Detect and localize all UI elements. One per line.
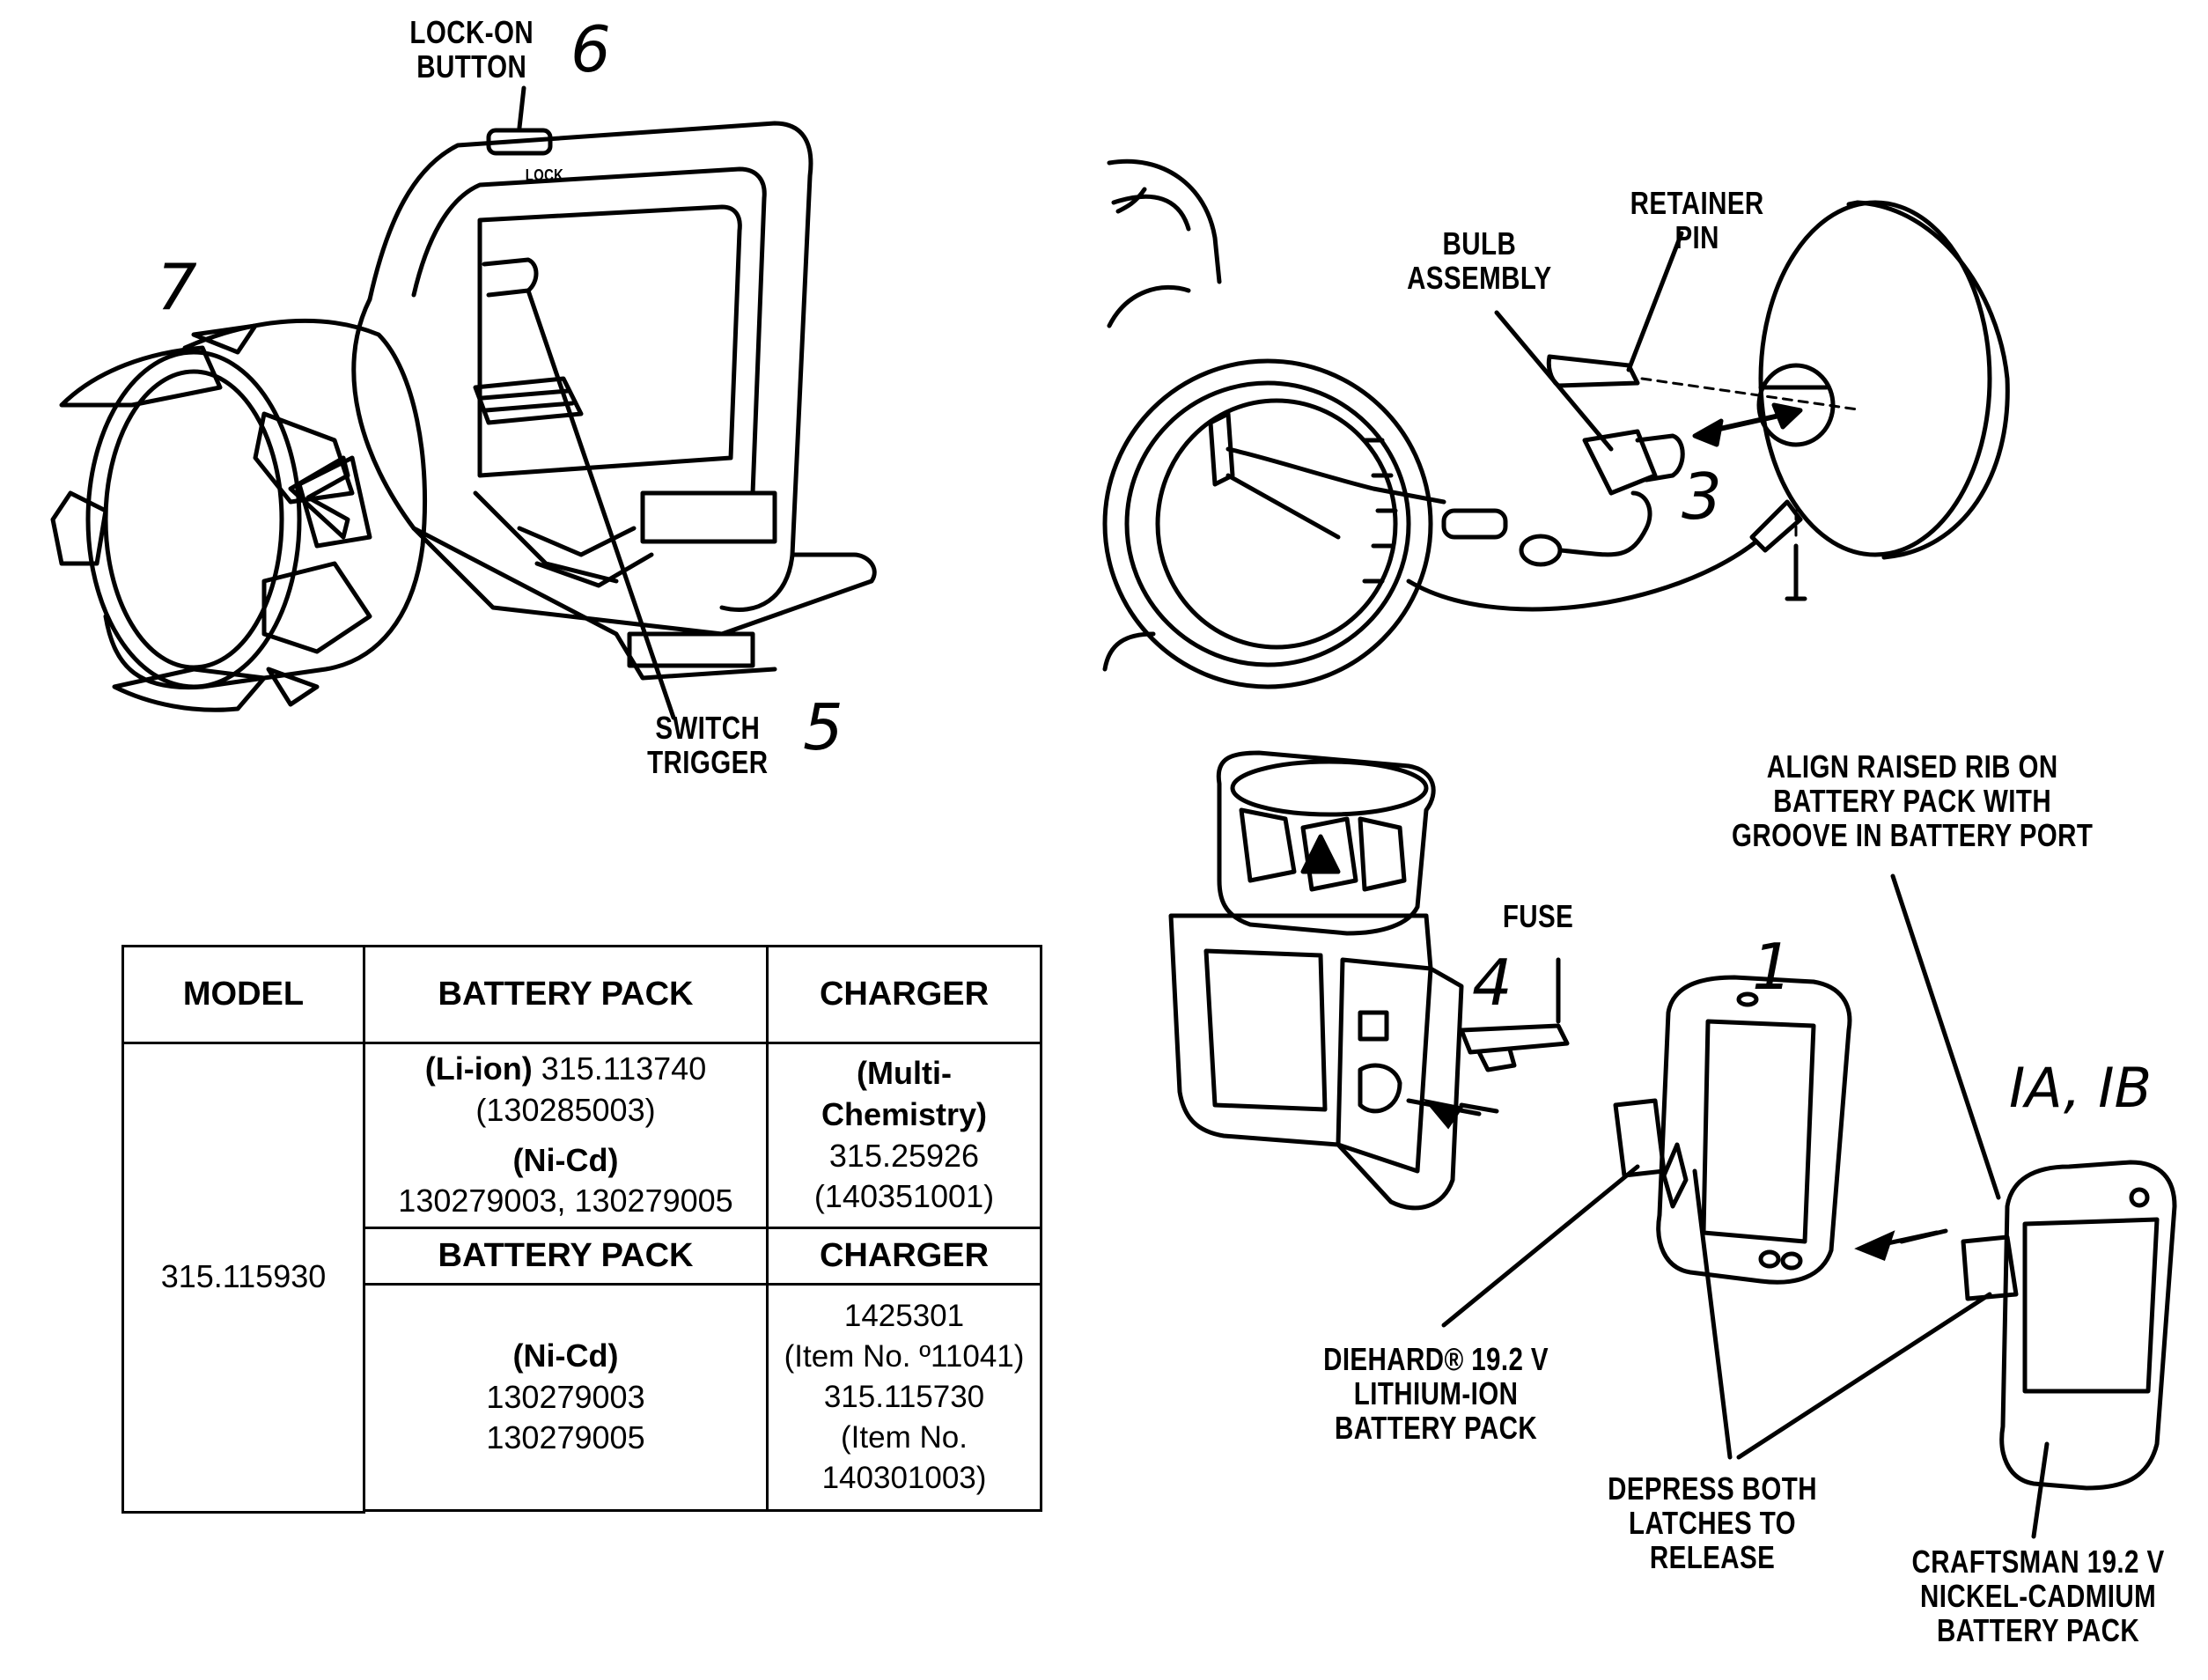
charger-alt: (140351001)	[813, 1178, 995, 1215]
spotlight-illustration	[50, 85, 877, 720]
callout-number-6: 6	[570, 12, 611, 86]
callout-number-7: 7	[157, 250, 197, 324]
charger-label-line1: (Multi-	[857, 1054, 952, 1091]
nicd-label-2: (Ni-Cd)	[512, 1337, 619, 1374]
subheader-battery-pack: BATTERY PACK	[363, 1227, 769, 1286]
model-number: 315.115930	[121, 1042, 365, 1514]
lock-on-button-label: LOCK-ON BUTTON	[409, 14, 534, 85]
header-charger: CHARGER	[766, 945, 1042, 1044]
liion-label: (Li-ion)	[424, 1050, 533, 1087]
charger-label-line2: Chemistry)	[821, 1095, 988, 1132]
charger2-line1: 1425301	[843, 1298, 965, 1333]
nicd-parts: 130279003, 130279005	[398, 1183, 733, 1219]
depress-latches-label: DEPRESS BOTH LATCHES TO RELEASE	[1608, 1470, 1817, 1575]
header-battery-pack: BATTERY PACK	[363, 945, 769, 1044]
charger-nicd-cell: 1425301 (Item No. º11041) 315.115730 (It…	[766, 1283, 1042, 1512]
charger2-line2: (Item No. º11041)	[784, 1338, 1025, 1374]
retainer-pin-label: RETAINER PIN	[1630, 185, 1764, 255]
liion-part: 315.113740	[532, 1050, 707, 1087]
charger2-line4: (Item No.	[841, 1420, 968, 1455]
battery-installation-illustration	[1168, 750, 2177, 1539]
battery-options-cell: (Li-ion) 315.113740 (130285003) (Ni-Cd) …	[363, 1042, 769, 1229]
charger2-line3: 315.115730	[823, 1379, 985, 1414]
battery-nicd-cell: (Ni-Cd) 130279003 130279005	[363, 1283, 769, 1512]
charger-part: 315.25926	[828, 1137, 980, 1174]
diehard-battery-label: DIEHARD® 19.2 V LITHIUM-ION BATTERY PACK	[1323, 1341, 1549, 1446]
compatibility-table: MODEL BATTERY PACK CHARGER 315.115930 (L…	[121, 945, 1042, 1514]
nicd-part-1: 130279003	[486, 1378, 645, 1415]
lock-marking: LOCK	[525, 166, 564, 184]
fuse-label: FUSE	[1502, 898, 1574, 934]
nicd-part-2: 130279005	[486, 1419, 645, 1456]
subheader-charger: CHARGER	[766, 1227, 1042, 1286]
callout-number-5: 5	[803, 690, 843, 764]
callout-number-1: 1	[1752, 930, 1792, 1004]
callout-number-4: 4	[1472, 946, 1512, 1020]
bulb-assembly-illustration	[1102, 158, 2010, 689]
charger2-line5: 140301003)	[821, 1461, 987, 1496]
craftsman-battery-label: CRAFTSMAN 19.2 V NICKEL-CADMIUM BATTERY …	[1911, 1544, 2165, 1648]
callout-number-3: 3	[1682, 460, 1722, 534]
bulb-assembly-label: BULB ASSEMBLY	[1407, 225, 1552, 296]
nicd-label: (Ni-Cd)	[512, 1141, 619, 1178]
liion-alt: (130285003)	[475, 1091, 656, 1128]
callout-number-1a-1b: IA, IB	[2009, 1056, 2153, 1120]
align-raised-rib-label: ALIGN RAISED RIB ON BATTERY PACK WITH GR…	[1732, 748, 2094, 853]
switch-trigger-label: SWITCH TRIGGER	[647, 710, 769, 780]
header-model: MODEL	[121, 945, 365, 1044]
charger-options-cell: (Multi- Chemistry) 315.25926 (140351001)	[766, 1042, 1042, 1229]
